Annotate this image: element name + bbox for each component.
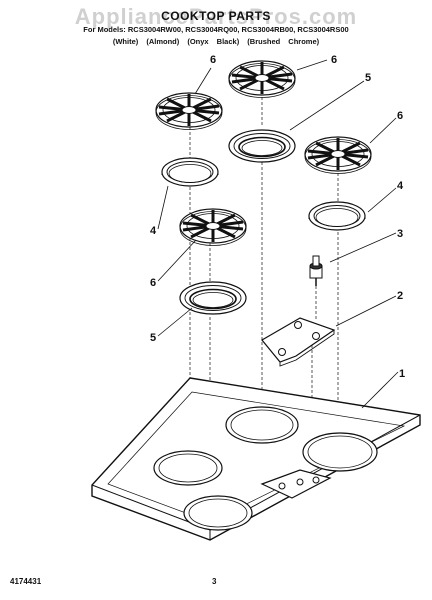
callout-grate-top-left: 6 — [210, 54, 216, 66]
diagram-title: COOKTOP PARTS — [161, 9, 271, 23]
grate-top-left — [154, 91, 224, 131]
callout-bracket: 2 — [397, 290, 403, 302]
igniter-bracket — [261, 317, 336, 367]
grate-right — [303, 135, 373, 175]
page-number: 3 — [212, 577, 217, 586]
callout-grate-top: 6 — [331, 54, 337, 66]
spark-igniter — [309, 255, 323, 286]
cooktop-panel — [91, 377, 421, 541]
callout-grate-middle: 6 — [150, 277, 156, 289]
model-numbers: For Models: RCS3004RW00, RCS3004RQ00, RC… — [83, 25, 349, 34]
document-number: 4174431 — [10, 577, 42, 586]
callout-ring-right: 4 — [397, 180, 404, 192]
grate-middle — [178, 207, 248, 247]
callout-bowl-left: 5 — [150, 332, 156, 344]
color-variants: (White) (Almond) (Onyx Black) (Brushed C… — [112, 37, 320, 46]
callout-bowl-top: 5 — [365, 72, 371, 84]
burner-bowl-top — [228, 129, 296, 163]
watermark-text: AppliancePartsPros.com — [74, 4, 358, 29]
grate-top — [227, 59, 297, 99]
callout-cooktop: 1 — [399, 368, 405, 380]
burner-bowl-left — [179, 281, 247, 315]
leader-lines — [157, 59, 399, 409]
callout-ring-left: 4 — [150, 225, 157, 237]
burner-ring-left — [161, 157, 219, 187]
callout-igniter: 3 — [397, 228, 403, 240]
burner-ring-right — [308, 201, 366, 231]
callout-grate-right: 6 — [397, 110, 403, 122]
